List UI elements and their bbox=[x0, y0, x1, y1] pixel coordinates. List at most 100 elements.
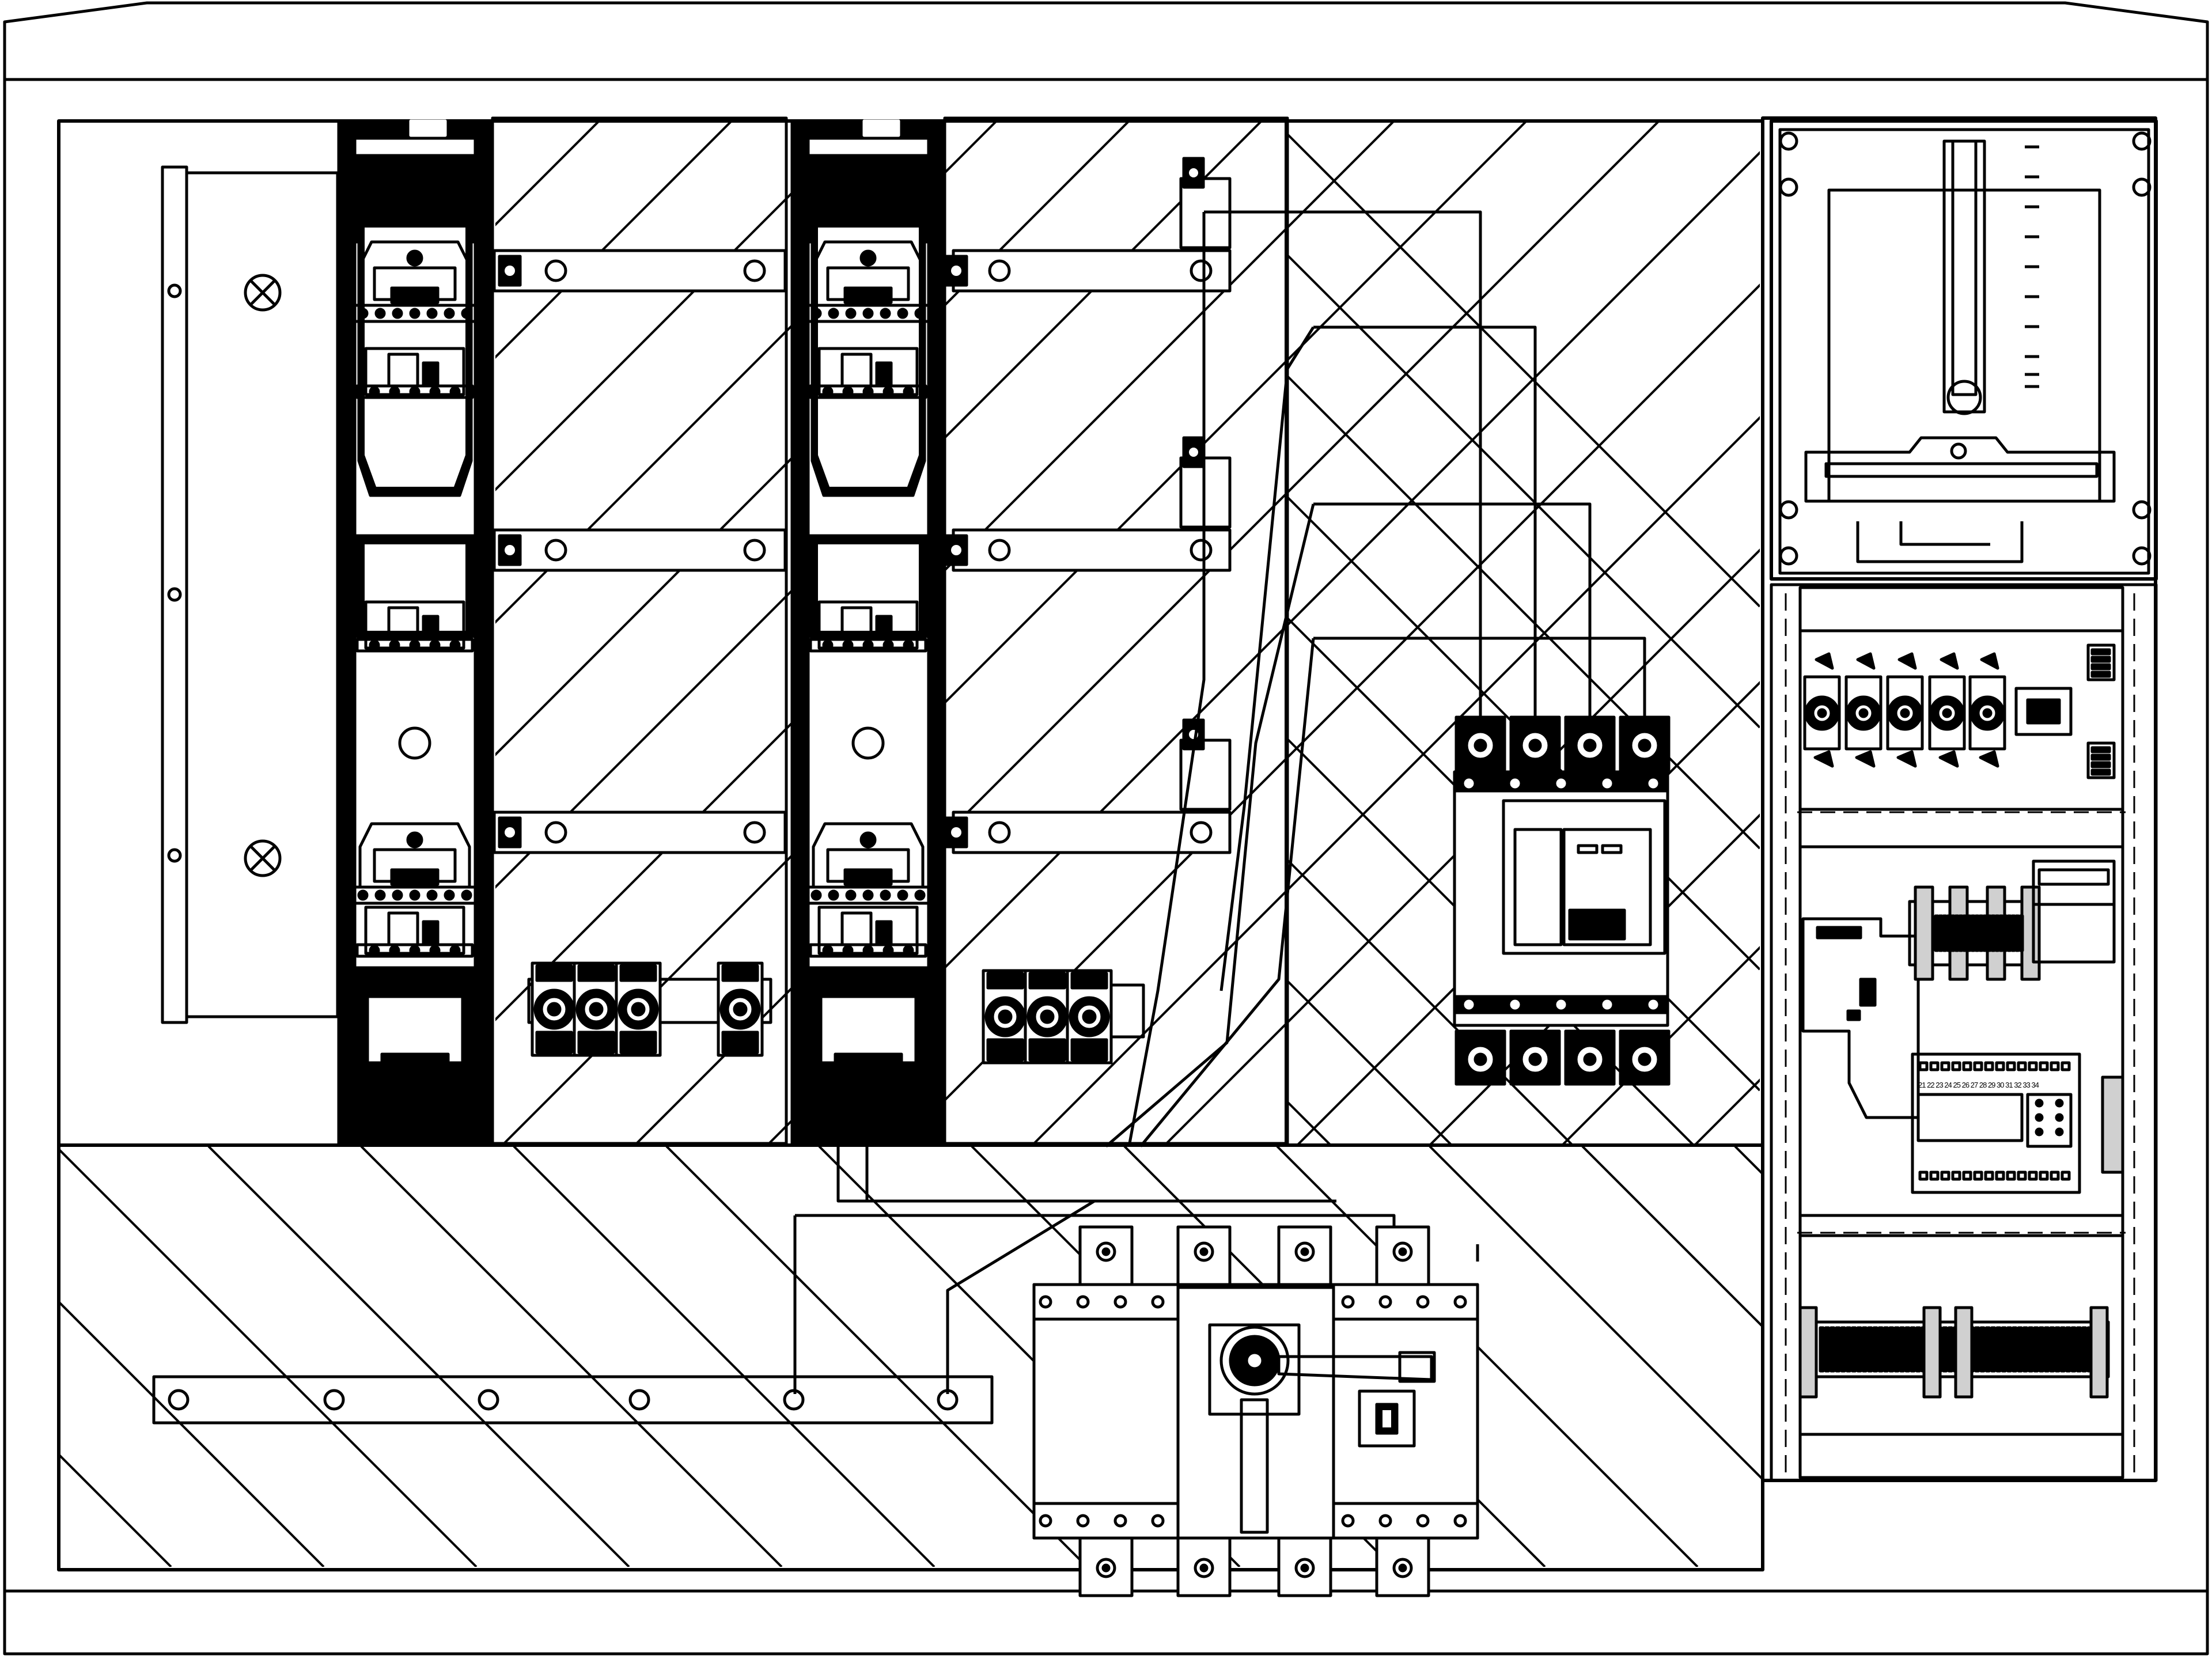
terminal-bottom bbox=[535, 1031, 573, 1054]
disconnector-rivet bbox=[1378, 1514, 1392, 1528]
contact-clamp bbox=[350, 240, 480, 323]
meter-terminal bbox=[1995, 1171, 2005, 1181]
clamp-small-rivet bbox=[449, 386, 461, 397]
terminal-screw-center bbox=[998, 1009, 1013, 1024]
relay-contact bbox=[1970, 914, 1976, 952]
hatch-line bbox=[1285, 252, 1760, 729]
wire bbox=[1313, 325, 1537, 723]
meter-terminal bbox=[2039, 1171, 2049, 1181]
busbar-1 bbox=[493, 157, 1232, 293]
wire bbox=[946, 1199, 1096, 1394]
terminal-top bbox=[986, 972, 1024, 990]
meter-handle-base bbox=[1804, 436, 2116, 503]
disconnector-lock-frame bbox=[1358, 1389, 1416, 1448]
clamp-small-rivet bbox=[429, 945, 441, 956]
disconnector-rivet bbox=[1453, 1514, 1467, 1528]
disconnector-center bbox=[1176, 1286, 1335, 1540]
meter-terminal bbox=[2050, 1061, 2060, 1071]
meter-needle-track bbox=[1942, 139, 1986, 414]
terminal-block bbox=[717, 961, 764, 1057]
meter-handle-screw bbox=[1950, 442, 1967, 460]
rail-end-clamp-rib bbox=[2090, 648, 2111, 656]
terminal-strip-leaf bbox=[1883, 1326, 1889, 1373]
clamp-rivet bbox=[914, 308, 926, 319]
fuse-rail-left bbox=[337, 137, 357, 1145]
meter-terminal bbox=[1962, 1171, 1972, 1181]
hatch-line bbox=[0, 1146, 18, 1567]
rail-end-stop bbox=[2101, 1075, 2124, 1174]
clamp-rivet bbox=[828, 308, 839, 319]
terminal-end-plate bbox=[1798, 1306, 1818, 1399]
contact-clamp-small bbox=[809, 347, 927, 399]
clamp-rivet bbox=[810, 308, 822, 319]
clamp-small-base bbox=[355, 384, 474, 399]
terminal-bottom bbox=[619, 1031, 657, 1054]
breaker-terminal-screw bbox=[1528, 1052, 1542, 1066]
rail-screw bbox=[167, 283, 182, 298]
relay-contact bbox=[2006, 914, 2012, 952]
terminal-bottom bbox=[986, 1038, 1024, 1062]
terminal-strip-leaf bbox=[1877, 1326, 1884, 1373]
breaker-rivet bbox=[1599, 997, 1615, 1013]
hatch-line bbox=[1285, 857, 1575, 1146]
disconnector-rivet bbox=[1416, 1514, 1430, 1528]
busbar-bar bbox=[952, 528, 1232, 572]
contact-clamp-small bbox=[355, 347, 474, 399]
rail-end-clamp bbox=[2086, 643, 2116, 681]
indicator-plate bbox=[185, 171, 339, 1018]
terminal-label-tab bbox=[1897, 652, 1917, 670]
bottom-busbar bbox=[152, 1375, 994, 1425]
terminal-strip-leaf bbox=[1856, 1326, 1862, 1373]
busbar-clamp-hole bbox=[951, 266, 961, 276]
terminal-block bbox=[573, 961, 620, 1057]
busbar-bar bbox=[493, 528, 787, 572]
terminal-top bbox=[619, 964, 657, 982]
meter-terminal bbox=[1995, 1061, 2005, 1071]
busbar-hole bbox=[1190, 539, 1213, 562]
terminal-strip-leaf bbox=[1872, 1326, 1878, 1373]
breaker-led bbox=[1577, 844, 1599, 854]
clamp-rivet bbox=[444, 308, 455, 319]
disconnector-rivet bbox=[1453, 1295, 1467, 1309]
terminal-strip-leaf bbox=[2022, 1326, 2028, 1373]
contact-clamp-small bbox=[809, 600, 927, 653]
relay-contact bbox=[1962, 914, 1968, 952]
busbar-hole bbox=[1190, 259, 1213, 282]
clamp-small-block bbox=[422, 920, 440, 946]
disconnector-knob-frame bbox=[1208, 1323, 1301, 1416]
terminal-strip-leaf bbox=[1942, 1326, 1948, 1373]
hatch-line bbox=[59, 1147, 478, 1567]
clamp-screw bbox=[859, 831, 877, 849]
fuse-switch-notch bbox=[862, 119, 900, 137]
clamp-small-block bbox=[875, 920, 893, 946]
meter-terminal bbox=[1962, 1061, 1972, 1071]
fuse-carrier-mid-window bbox=[365, 544, 465, 631]
rail-end-clamp-rib bbox=[2090, 753, 2111, 761]
rail-end-clamp-rib bbox=[2090, 768, 2111, 776]
clamp-small-rivet bbox=[369, 386, 380, 397]
terminal-strip-leaf bbox=[1888, 1326, 1895, 1373]
terminal-block-clusters bbox=[527, 961, 1145, 1065]
terminal-strip-leaf bbox=[2070, 1326, 2077, 1373]
busbar-riser-hole bbox=[1189, 168, 1198, 177]
breaker-terminal-screw bbox=[1638, 1052, 1652, 1066]
pe-busbar-hole bbox=[168, 1389, 190, 1411]
energy-meter-key bbox=[2055, 1113, 2064, 1122]
busbar-strips bbox=[491, 116, 1289, 1145]
clamp-base bbox=[803, 304, 933, 323]
busbar-strip bbox=[491, 116, 788, 1145]
terminal-strip-leaf bbox=[1990, 1326, 1997, 1373]
breaker-led bbox=[1601, 844, 1623, 854]
terminal-strip-leaf bbox=[1867, 1326, 1873, 1373]
clamp-small-rivet bbox=[822, 639, 834, 651]
clamp-base bbox=[350, 304, 480, 323]
terminal-strip-leaf bbox=[1840, 1326, 1846, 1373]
busbar-hole bbox=[988, 539, 1011, 562]
meter-terminal bbox=[2006, 1061, 2016, 1071]
fuse-switch-pivot bbox=[398, 726, 431, 760]
terminal-top bbox=[1070, 972, 1108, 990]
disconnector-rivet bbox=[1151, 1295, 1165, 1309]
clamp-rivet bbox=[845, 308, 857, 319]
frame-screw bbox=[1779, 177, 1798, 197]
